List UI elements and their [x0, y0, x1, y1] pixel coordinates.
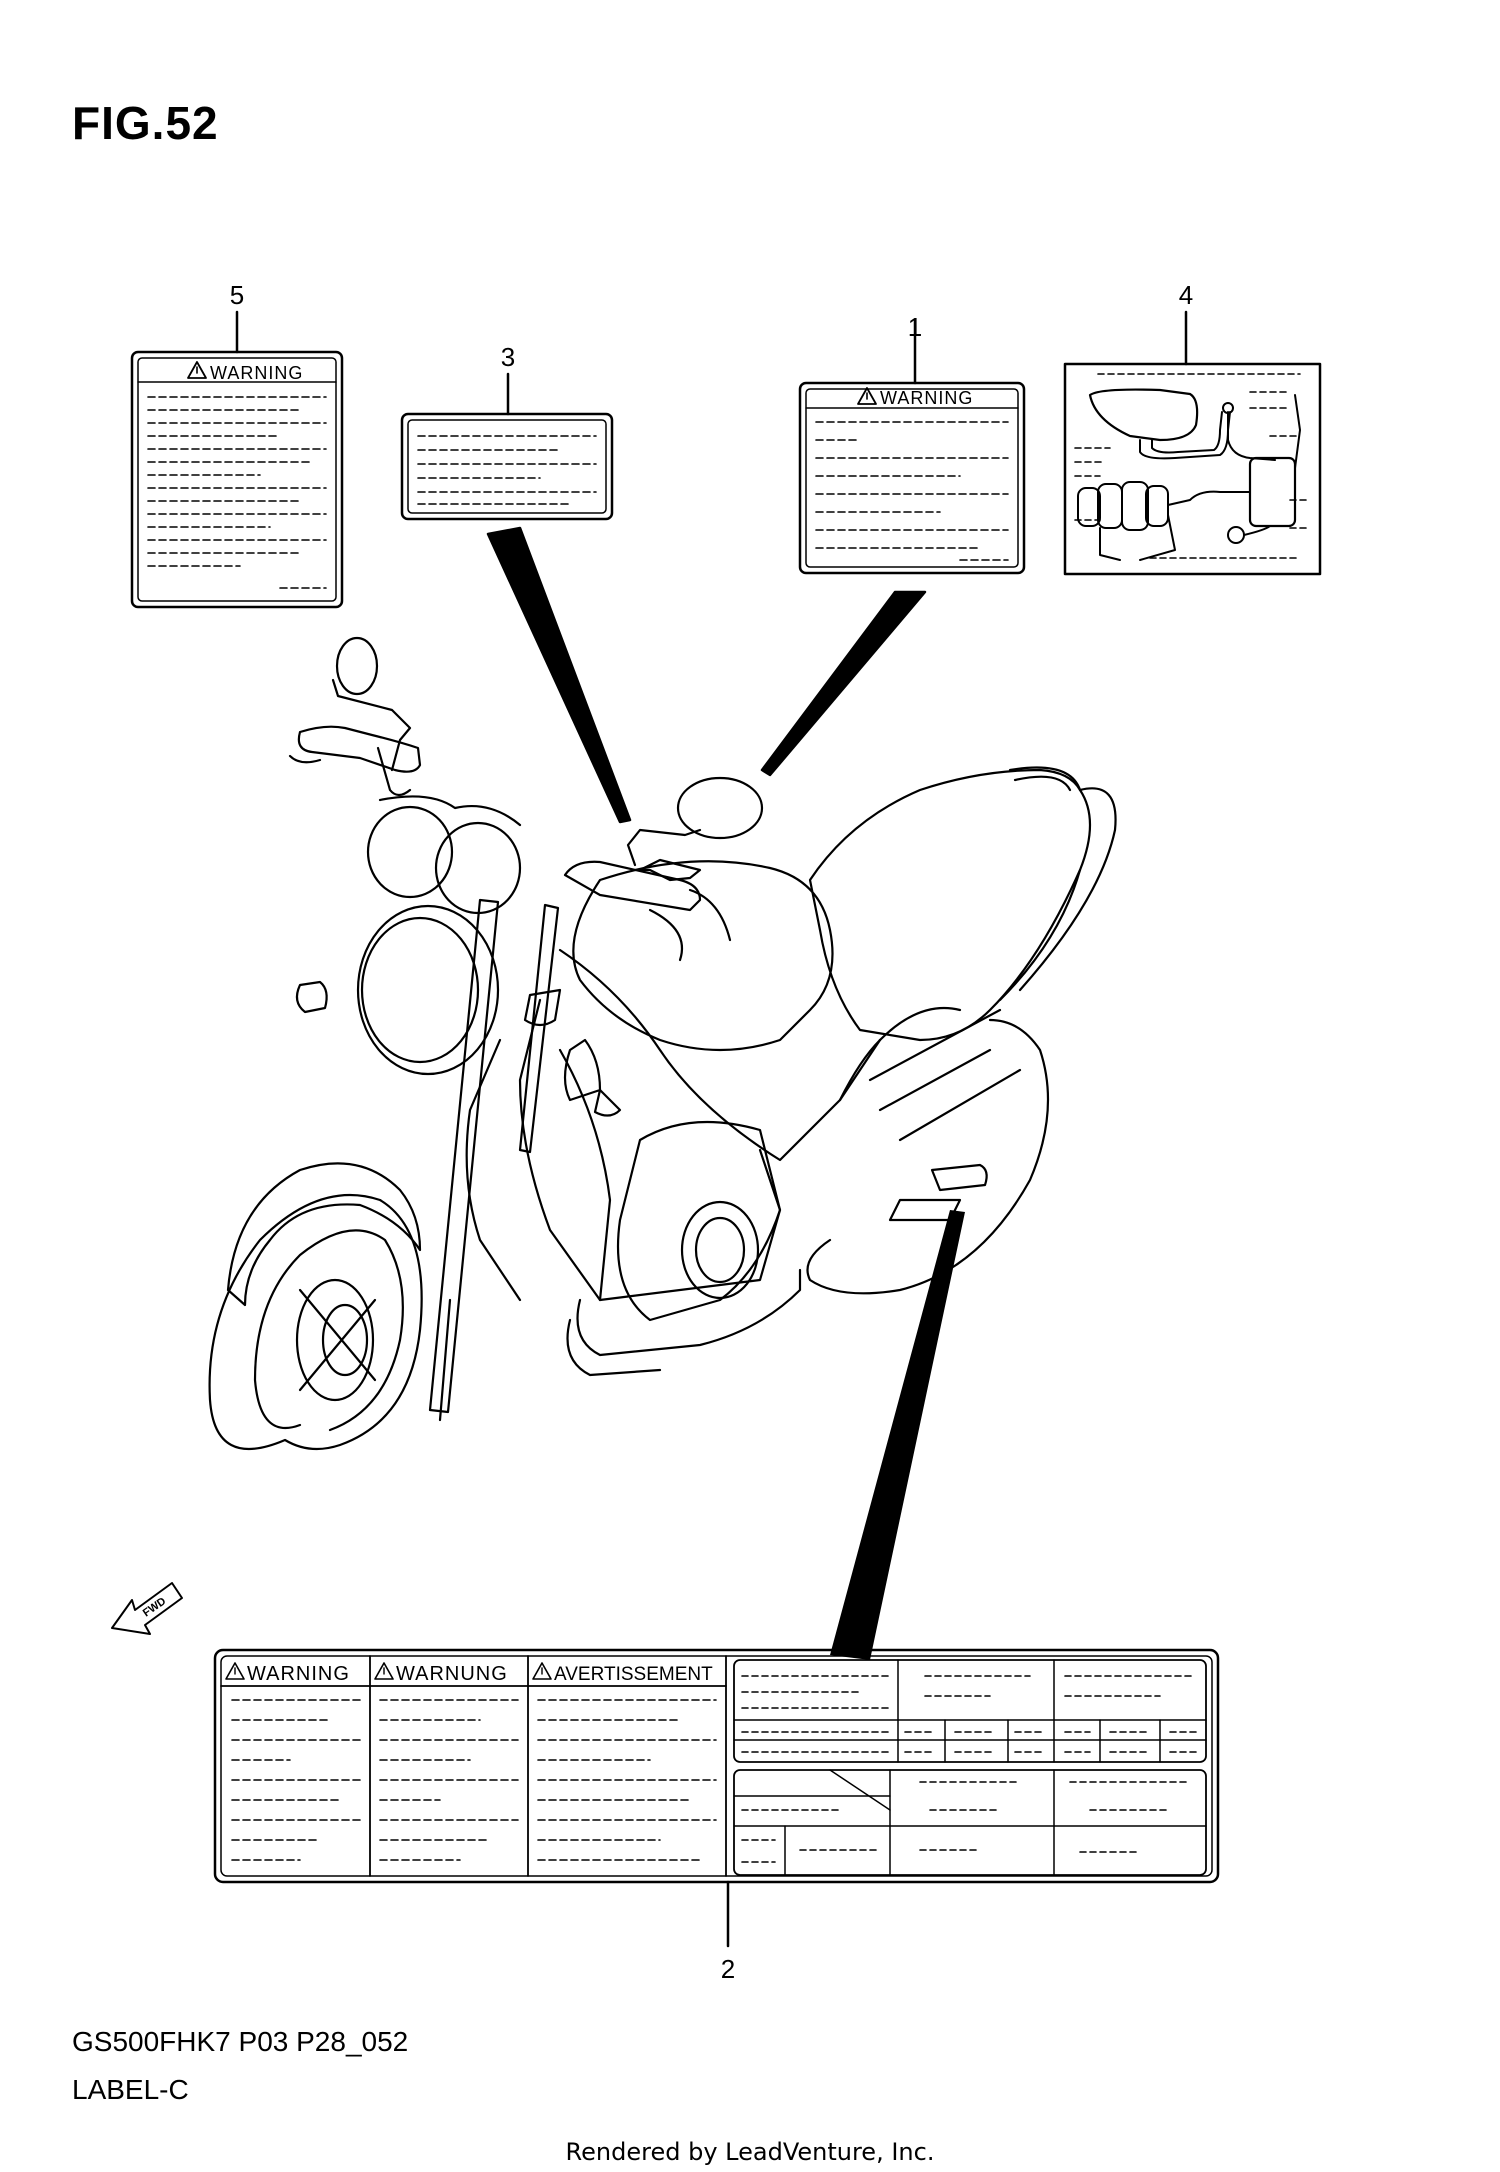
- warning-triangle-icon: [187, 361, 207, 379]
- callout-4: 4: [1179, 280, 1193, 310]
- part-2-combined-label[interactable]: WARNING WARNUNG AVERTISSEMENT: [213, 1648, 1220, 1984]
- model-code: GS500FHK7 P03 P28_052: [72, 2026, 409, 2057]
- render-credit: Rendered by LeadVenture, Inc.: [565, 2138, 935, 2166]
- warning-triangle-icon: [374, 1662, 394, 1680]
- part-4-vacuum-hose-label[interactable]: 4: [1063, 280, 1322, 576]
- part-5-warning-label[interactable]: 5 WARNING: [130, 280, 344, 609]
- callout-2: 2: [721, 1954, 735, 1984]
- motorcycle-drawing: [208, 636, 1117, 1451]
- callout-1: 1: [908, 312, 922, 342]
- section-name: LABEL-C: [72, 2074, 189, 2105]
- figure-title: FIG.52: [72, 97, 219, 149]
- warning-heading: WARNING: [880, 388, 973, 408]
- svg-text:FWD: FWD: [141, 1595, 168, 1619]
- warnung-heading: WARNUNG: [396, 1663, 508, 1685]
- warning-triangle-icon: [857, 387, 877, 405]
- avertissement-heading: AVERTISSEMENT: [554, 1664, 713, 1685]
- part-3-caution-label[interactable]: 3: [400, 342, 632, 824]
- warning-triangle-icon: [532, 1662, 552, 1680]
- warning-triangle-icon: [225, 1662, 245, 1680]
- warning-heading: WARNING: [210, 363, 303, 383]
- warning-heading: WARNING: [247, 1663, 350, 1685]
- fwd-arrow-icon: FWD: [111, 1582, 183, 1635]
- label-2-pointer: [830, 1210, 965, 1660]
- callout-5: 5: [230, 280, 244, 310]
- part-1-warning-label[interactable]: 1 WARNING: [760, 312, 1026, 777]
- callout-3: 3: [501, 342, 515, 372]
